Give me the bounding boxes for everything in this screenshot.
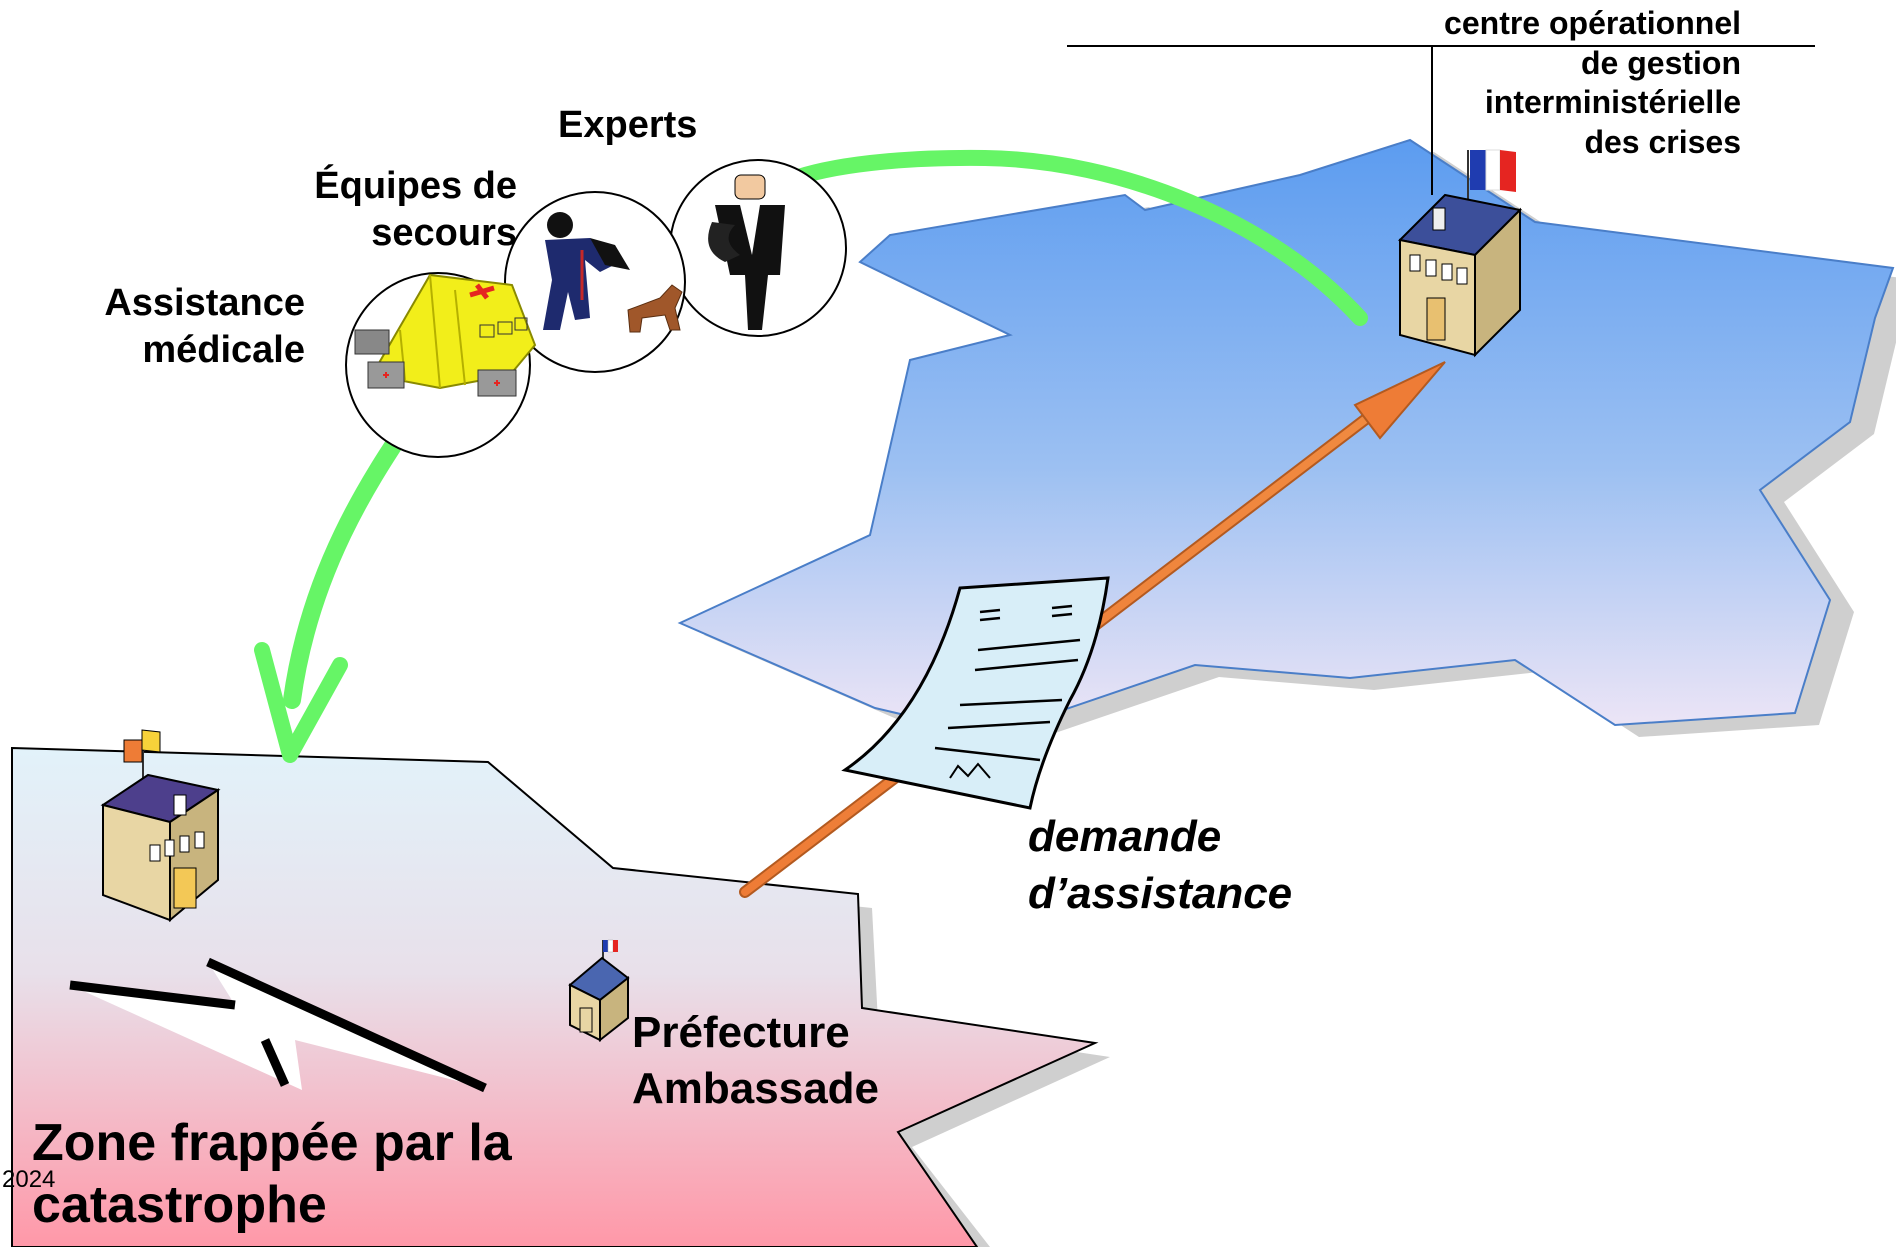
rescue-team-label: Équipes de secours xyxy=(314,163,517,257)
centre-label-line: centre opérationnel xyxy=(1444,5,1741,41)
support-arrow-down xyxy=(254,411,419,763)
zone-label: Zone frappée par la catastrophe xyxy=(32,1112,512,1237)
medical-label-line: médicale xyxy=(142,329,305,372)
france-map xyxy=(677,138,1896,747)
support-arc-top xyxy=(782,149,1368,326)
prefecture-label-line: Ambassade xyxy=(632,1064,880,1114)
ministry-building-icon xyxy=(1067,45,1815,358)
experts-circle xyxy=(669,159,847,337)
request-label-line: d’assistance xyxy=(1028,869,1293,919)
prefecture-building-icon xyxy=(100,729,221,923)
rescuer-icon xyxy=(543,212,630,330)
lightning-icon xyxy=(69,957,487,1093)
rescue-team-label-line: Équipes de xyxy=(314,165,517,207)
rescue-team-label-line: secours xyxy=(371,212,517,255)
experts-label: Experts xyxy=(558,104,698,146)
request-label-line: demande xyxy=(1028,812,1222,861)
expert-person-icon xyxy=(708,174,785,330)
tent-icon xyxy=(370,273,537,390)
request-label: demande d’assistance xyxy=(1028,808,1292,922)
rescue-dog-icon xyxy=(627,284,683,333)
centre-label-line: de gestion xyxy=(1580,44,1741,81)
prefecture-label-line: Préfecture xyxy=(632,1008,850,1057)
centre-label: centre opérationnel de gestion intermini… xyxy=(1444,4,1741,163)
medical-label: Assistance médicale xyxy=(104,280,305,374)
centre-label-line: des crises xyxy=(1584,124,1741,161)
medical-label-line: Assistance xyxy=(104,282,305,324)
french-flag-icon xyxy=(1467,149,1516,205)
embassy-building-icon xyxy=(568,939,630,1043)
zone-label-line: Zone frappée par la xyxy=(32,1114,512,1172)
centre-label-line: interministérielle xyxy=(1484,84,1741,121)
medical-kit-icon xyxy=(354,329,517,397)
disaster-zone xyxy=(11,746,1110,1247)
prefecture-label: Préfecture Ambassade xyxy=(632,1005,879,1118)
document-icon xyxy=(841,576,1110,810)
year-label: 2024 xyxy=(2,1166,56,1193)
zone-label-line: catastrophe xyxy=(32,1176,327,1235)
rescue-team-circle xyxy=(504,191,686,373)
medical-circle xyxy=(345,272,537,458)
